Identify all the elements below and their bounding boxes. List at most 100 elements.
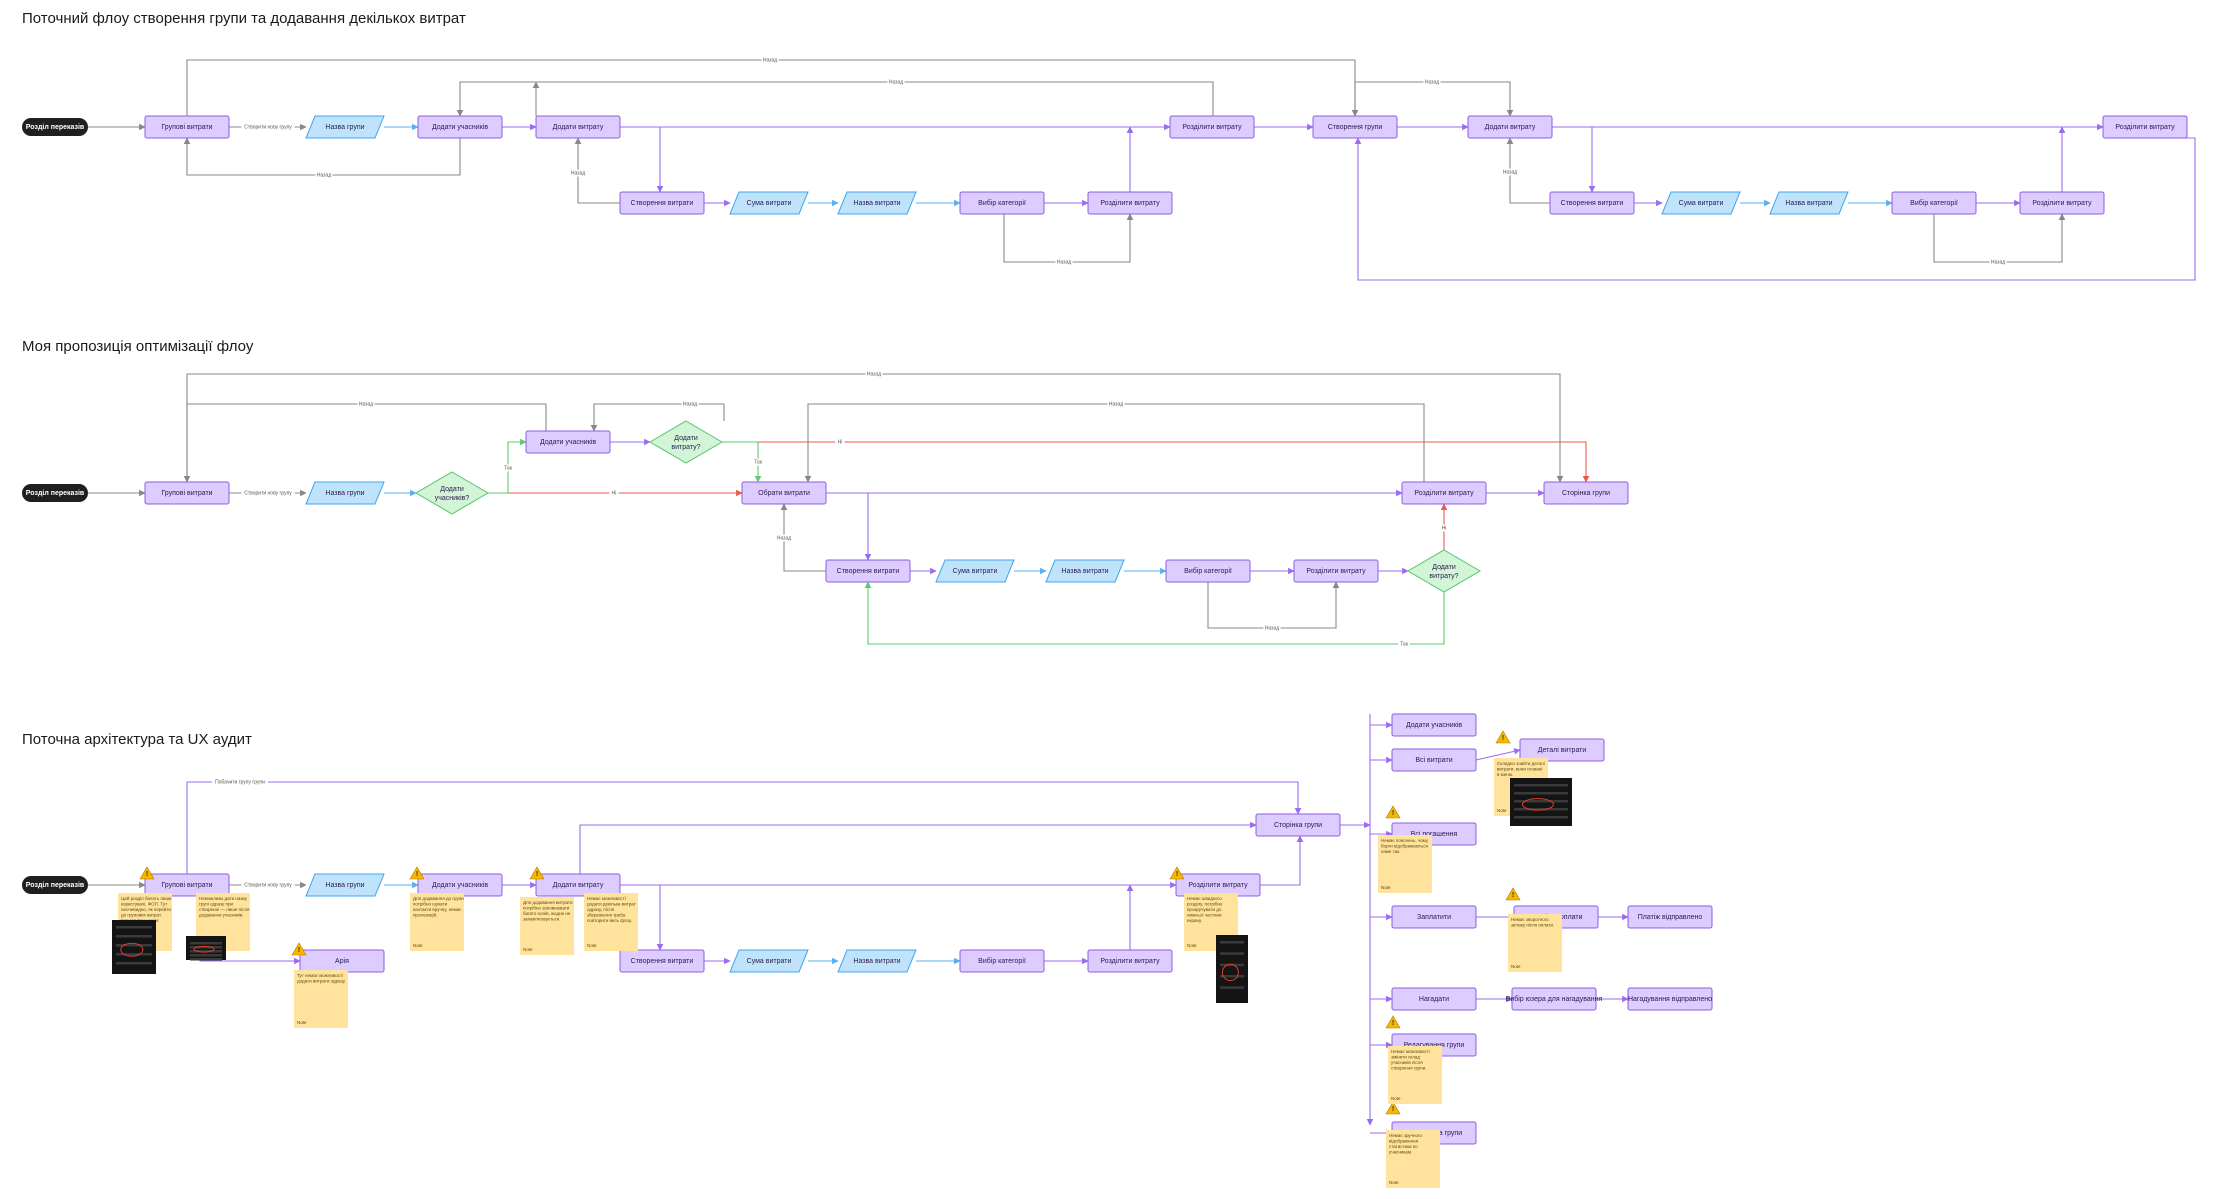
process-node[interactable]: Вибір категорії bbox=[959, 191, 1045, 215]
note-paper[interactable] bbox=[1508, 914, 1562, 972]
process-node[interactable]: Додати витрату bbox=[535, 115, 621, 139]
data-node[interactable]: Назва витрати bbox=[1045, 559, 1125, 583]
data-node[interactable]: Назва групи bbox=[305, 481, 385, 505]
process-box[interactable] bbox=[1391, 748, 1477, 772]
process-box[interactable] bbox=[1511, 987, 1597, 1011]
process-node[interactable]: Нагадування відправлено bbox=[1627, 987, 1713, 1011]
data-parallelogram[interactable] bbox=[1769, 191, 1849, 215]
process-box[interactable] bbox=[1312, 115, 1398, 139]
note-paper[interactable] bbox=[294, 970, 348, 1028]
process-node[interactable]: Додати учасників bbox=[417, 873, 503, 897]
data-node[interactable]: Назва витрати bbox=[1769, 191, 1849, 215]
process-node[interactable]: Додати учасників bbox=[1391, 713, 1477, 737]
process-node[interactable]: Вибір категорії bbox=[1165, 559, 1251, 583]
process-box[interactable] bbox=[1401, 481, 1487, 505]
process-box[interactable] bbox=[535, 873, 621, 897]
start-node[interactable]: Розділ переказів bbox=[22, 484, 88, 502]
note-paper[interactable] bbox=[584, 893, 638, 951]
data-parallelogram[interactable] bbox=[305, 481, 385, 505]
process-node[interactable]: Заплатити bbox=[1391, 905, 1477, 929]
process-box[interactable] bbox=[959, 949, 1045, 973]
data-parallelogram[interactable] bbox=[1045, 559, 1125, 583]
start-pill[interactable] bbox=[22, 484, 88, 502]
process-node[interactable]: Додати учасників bbox=[417, 115, 503, 139]
process-box[interactable] bbox=[1165, 559, 1251, 583]
note-paper[interactable] bbox=[1378, 835, 1432, 893]
start-pill[interactable] bbox=[22, 876, 88, 894]
process-node[interactable]: Групові витрати bbox=[144, 873, 230, 897]
decision-diamond[interactable] bbox=[649, 420, 723, 464]
start-node[interactable]: Розділ переказів bbox=[22, 876, 88, 894]
process-box[interactable] bbox=[535, 115, 621, 139]
data-node[interactable]: Назва групи bbox=[305, 873, 385, 897]
process-box[interactable] bbox=[1391, 905, 1477, 929]
process-node[interactable]: Додати учасників bbox=[525, 430, 611, 454]
data-parallelogram[interactable] bbox=[305, 873, 385, 897]
data-node[interactable]: Сума витрати bbox=[935, 559, 1015, 583]
data-parallelogram[interactable] bbox=[729, 949, 809, 973]
data-node[interactable]: Сума витрати bbox=[1661, 191, 1741, 215]
process-box[interactable] bbox=[1467, 115, 1553, 139]
process-box[interactable] bbox=[1391, 987, 1477, 1011]
data-parallelogram[interactable] bbox=[837, 949, 917, 973]
data-parallelogram[interactable] bbox=[305, 115, 385, 139]
decision-diamond[interactable] bbox=[415, 471, 489, 515]
data-parallelogram[interactable] bbox=[837, 191, 917, 215]
start-pill[interactable] bbox=[22, 118, 88, 136]
process-node[interactable]: Створення витрати bbox=[1549, 191, 1635, 215]
process-box[interactable] bbox=[1627, 987, 1713, 1011]
note-paper[interactable] bbox=[410, 893, 464, 951]
start-node[interactable]: Розділ переказів bbox=[22, 118, 88, 136]
process-node[interactable]: Розділити витрату bbox=[1169, 115, 1255, 139]
process-box[interactable] bbox=[619, 949, 705, 973]
data-node[interactable]: Назва витрати bbox=[837, 191, 917, 215]
process-box[interactable] bbox=[959, 191, 1045, 215]
data-parallelogram[interactable] bbox=[935, 559, 1015, 583]
process-box[interactable] bbox=[619, 191, 705, 215]
process-node[interactable]: Платіж відправлено bbox=[1627, 905, 1713, 929]
process-box[interactable] bbox=[144, 115, 230, 139]
process-box[interactable] bbox=[2102, 115, 2188, 139]
process-box[interactable] bbox=[1087, 191, 1173, 215]
note-paper[interactable] bbox=[1388, 1046, 1442, 1104]
process-box[interactable] bbox=[1391, 713, 1477, 737]
process-node[interactable]: Нагадати bbox=[1391, 987, 1477, 1011]
process-node[interactable]: Вибір категорії bbox=[959, 949, 1045, 973]
data-parallelogram[interactable] bbox=[1661, 191, 1741, 215]
process-box[interactable] bbox=[825, 559, 911, 583]
process-box[interactable] bbox=[144, 873, 230, 897]
process-box[interactable] bbox=[1891, 191, 1977, 215]
process-node[interactable]: Розділити витрату bbox=[1087, 949, 1173, 973]
process-node[interactable]: Розділити витрату bbox=[1175, 873, 1261, 897]
data-node[interactable]: Сума витрати bbox=[729, 949, 809, 973]
process-box[interactable] bbox=[1519, 738, 1605, 762]
process-node[interactable]: Додати витрату bbox=[535, 873, 621, 897]
data-node[interactable]: Назва групи bbox=[305, 115, 385, 139]
process-node[interactable]: Розділити витрату bbox=[1087, 191, 1173, 215]
process-node[interactable]: Сторінка групи bbox=[1543, 481, 1629, 505]
process-box[interactable] bbox=[1549, 191, 1635, 215]
process-node[interactable]: Групові витрати bbox=[144, 481, 230, 505]
process-node[interactable]: Обрати витрати bbox=[741, 481, 827, 505]
note-paper[interactable] bbox=[1386, 1130, 1440, 1188]
process-box[interactable] bbox=[1543, 481, 1629, 505]
process-box[interactable] bbox=[1087, 949, 1173, 973]
process-node[interactable]: Створення групи bbox=[1312, 115, 1398, 139]
process-box[interactable] bbox=[1169, 115, 1255, 139]
process-node[interactable]: Створення витрати bbox=[619, 949, 705, 973]
process-node[interactable]: Сторінка групи bbox=[1255, 813, 1341, 837]
data-parallelogram[interactable] bbox=[729, 191, 809, 215]
process-node[interactable]: Створення витрати bbox=[619, 191, 705, 215]
data-node[interactable]: Сума витрати bbox=[729, 191, 809, 215]
process-node[interactable]: Всі витрати bbox=[1391, 748, 1477, 772]
process-node[interactable]: Групові витрати bbox=[144, 115, 230, 139]
process-box[interactable] bbox=[741, 481, 827, 505]
